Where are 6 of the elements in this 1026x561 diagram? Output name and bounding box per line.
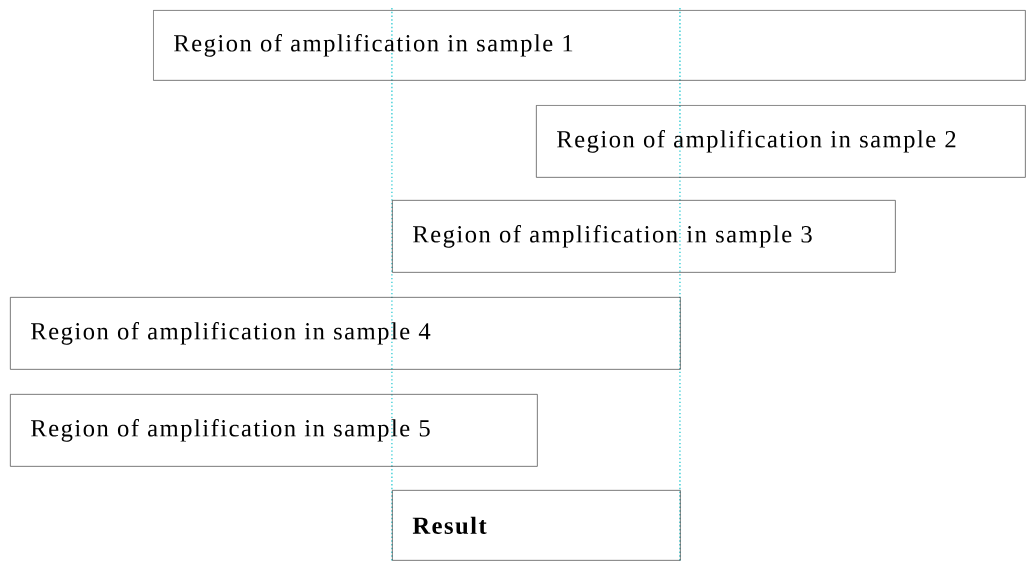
region-box: Region of amplification in sample 2 [536, 105, 1026, 178]
region-box: Result [392, 490, 681, 561]
region-box: Region of amplification in sample 5 [10, 394, 538, 467]
region-box: Region of amplification in sample 3 [392, 200, 896, 273]
region-box: Region of amplification in sample 1 [153, 10, 1026, 81]
region-box: Region of amplification in sample 4 [10, 297, 681, 370]
